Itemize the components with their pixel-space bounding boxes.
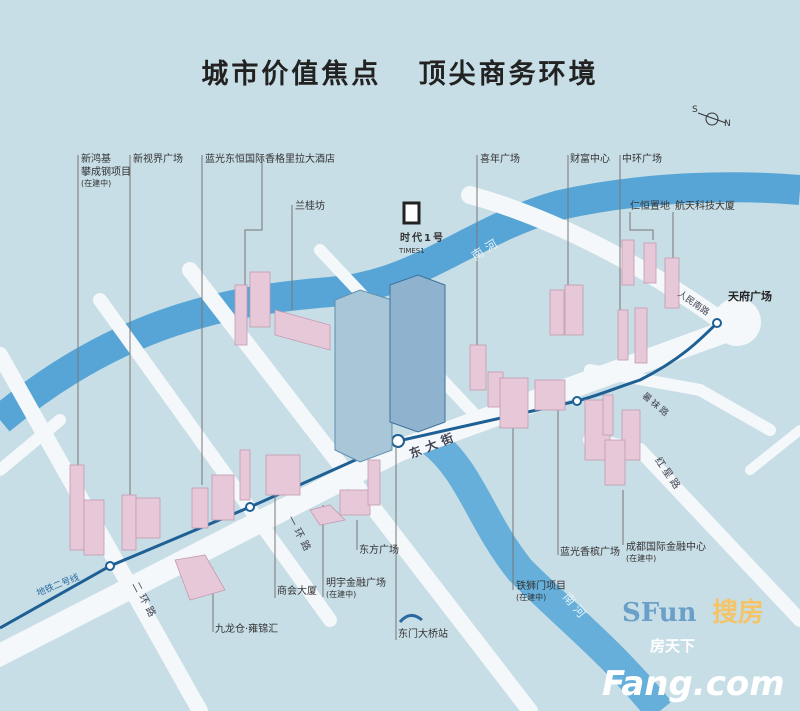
- label-languifang[interactable]: 兰桂坊: [295, 201, 325, 212]
- metro-station-dongmen-bridge[interactable]: [391, 434, 405, 448]
- metro-station-tianfu[interactable]: [712, 318, 722, 328]
- label-languang-xiangbin[interactable]: 蓝光香槟广场: [560, 547, 620, 558]
- label-xinshijie[interactable]: 新视界广场: [133, 154, 183, 165]
- metro-station[interactable]: [245, 502, 255, 512]
- metro-station-icon: [398, 614, 423, 624]
- leader-lines: [77, 155, 674, 640]
- label-dongfang[interactable]: 东方广场: [359, 545, 399, 556]
- road-shuwa: [584, 364, 776, 436]
- times1-logo-icon: [402, 201, 421, 225]
- tianfu-square-roundabout: [713, 298, 761, 346]
- label-dongmen-bridge-station[interactable]: 东门大桥站: [398, 629, 448, 640]
- compass-icon: [697, 112, 727, 126]
- label-ifs[interactable]: 成都国际金融中心(在建中): [626, 542, 706, 563]
- metro-station[interactable]: [105, 561, 115, 571]
- times1-tower-left: [334, 289, 393, 463]
- label-xinhongji[interactable]: 新鸿基攀成钢项目(在建中): [81, 154, 131, 188]
- page-title: 城市价值焦点 顶尖商务环境: [201, 59, 599, 90]
- label-caifu[interactable]: 财富中心: [570, 154, 610, 165]
- road-left-top: [0, 414, 66, 476]
- watermark-soufang: 搜房: [712, 598, 765, 628]
- label-zhonghuan[interactable]: 中环广场: [622, 154, 662, 165]
- road-renmin: [461, 186, 729, 329]
- label-hangtian[interactable]: 航天科技大厦: [675, 201, 735, 212]
- label-renheng[interactable]: 仁恒置地: [630, 201, 670, 212]
- road-right-edge: [745, 425, 800, 475]
- road-diag-2: [93, 293, 337, 627]
- buildings: [69, 239, 680, 601]
- label-shangri-la[interactable]: 香格里拉大酒店: [265, 154, 335, 165]
- compass-north: N: [724, 119, 731, 129]
- label-xinian[interactable]: 喜年广场: [480, 154, 520, 165]
- metro-station[interactable]: [572, 396, 582, 406]
- watermark-fangtianxia: 房天下: [650, 637, 696, 655]
- label-jiulongcang[interactable]: 九龙仓·雍锦汇: [215, 624, 279, 635]
- watermark-fang-com: Fang.com: [602, 664, 785, 704]
- logo-name: 时代1号: [400, 233, 445, 244]
- label-tieshimen[interactable]: 铁狮门项目(在建中): [516, 581, 566, 602]
- watermark-sfun: SFun: [622, 598, 697, 628]
- logo-english: TIMES1: [399, 247, 425, 255]
- label-tianfu-square[interactable]: 天府广场: [728, 290, 772, 303]
- label-mingyu[interactable]: 明宇金融广场(在建中): [326, 578, 386, 599]
- river-nanhe-south: [420, 428, 672, 711]
- compass-south: S: [692, 105, 698, 115]
- label-languang-dongheng[interactable]: 蓝光东恒国际: [205, 154, 265, 165]
- label-shanghui[interactable]: 商会大厦: [277, 586, 317, 597]
- river-nanhe-north: [0, 172, 800, 432]
- times1-tower-right: [389, 274, 446, 433]
